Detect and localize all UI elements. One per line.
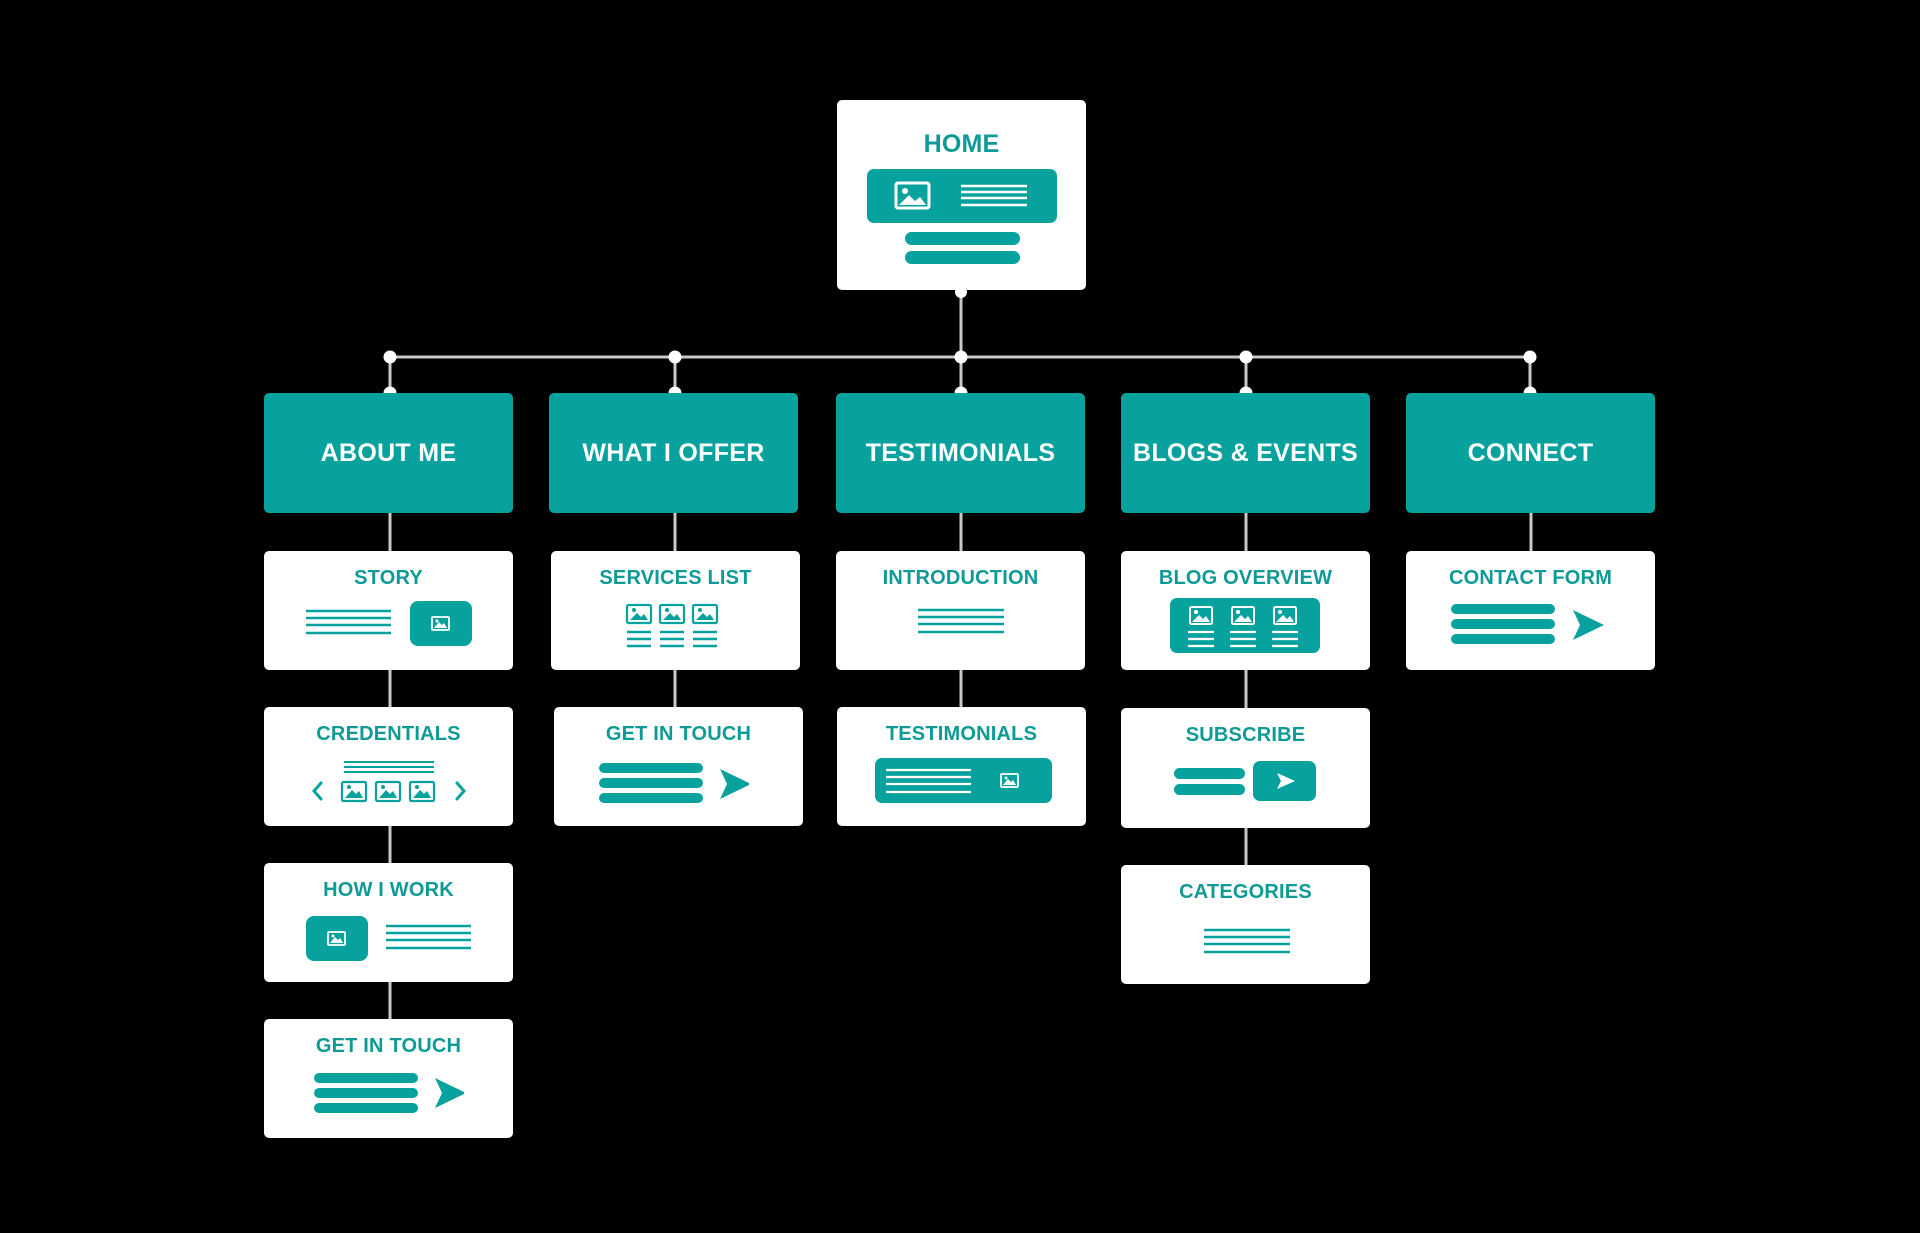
text-lines-icon bbox=[1204, 928, 1290, 954]
section-title: BLOGS & EVENTS bbox=[1132, 438, 1359, 467]
page-title: SERVICES LIST bbox=[599, 567, 752, 589]
section-title: WHAT I OFFER bbox=[582, 438, 765, 467]
section-title: ABOUT ME bbox=[320, 438, 457, 467]
image-with-text-icon bbox=[306, 916, 471, 961]
blog-cards-icon bbox=[1170, 598, 1320, 653]
page-card-categories[interactable]: CATEGORIES bbox=[1121, 865, 1370, 984]
text-with-image-icon bbox=[306, 601, 472, 646]
home-title: HOME bbox=[923, 130, 1000, 158]
chevron-left-icon bbox=[312, 781, 323, 801]
image-icon bbox=[894, 181, 931, 210]
page-card-introduction[interactable]: INTRODUCTION bbox=[836, 551, 1085, 670]
page-card-testimonials[interactable]: TESTIMONIALS bbox=[837, 707, 1086, 826]
page-title: GET IN TOUCH bbox=[605, 723, 752, 745]
home-page-card[interactable]: HOME bbox=[837, 100, 1086, 290]
page-card-get-in-touch-offer[interactable]: GET IN TOUCH bbox=[554, 707, 803, 826]
section-blogs-events[interactable]: BLOGS & EVENTS bbox=[1121, 393, 1370, 513]
page-title: BLOG OVERVIEW bbox=[1158, 567, 1333, 589]
button-bars-icon bbox=[905, 232, 1020, 264]
section-testimonials[interactable]: TESTIMONIALS bbox=[836, 393, 1085, 513]
image-icon bbox=[327, 931, 346, 946]
page-title: GET IN TOUCH bbox=[315, 1035, 462, 1057]
image-carousel-icon bbox=[312, 761, 466, 803]
page-title: STORY bbox=[354, 567, 423, 589]
page-title: CATEGORIES bbox=[1179, 881, 1312, 903]
subscribe-icon bbox=[1174, 761, 1316, 801]
page-title: SUBSCRIBE bbox=[1185, 724, 1306, 746]
section-connect[interactable]: CONNECT bbox=[1406, 393, 1655, 513]
form-send-icon bbox=[599, 763, 749, 803]
page-card-services-list[interactable]: SERVICES LIST bbox=[551, 551, 800, 670]
send-arrow-icon bbox=[435, 1078, 464, 1108]
page-card-credentials[interactable]: CREDENTIALS bbox=[264, 707, 513, 826]
text-lines-icon bbox=[961, 184, 1027, 207]
send-arrow-icon bbox=[720, 769, 749, 799]
image-icon bbox=[431, 616, 450, 631]
page-card-story[interactable]: STORY bbox=[264, 551, 513, 670]
send-arrow-icon bbox=[1277, 773, 1295, 789]
page-title: HOW I WORK bbox=[323, 879, 454, 901]
page-title: INTRODUCTION bbox=[882, 567, 1039, 589]
form-send-icon bbox=[1451, 604, 1604, 644]
section-what-i-offer[interactable]: WHAT I OFFER bbox=[549, 393, 798, 513]
page-card-subscribe[interactable]: SUBSCRIBE bbox=[1121, 708, 1370, 828]
page-title: CONTACT FORM bbox=[1448, 567, 1613, 589]
page-title: TESTIMONIALS bbox=[885, 723, 1038, 745]
send-arrow-icon bbox=[1573, 610, 1604, 640]
section-about-me[interactable]: ABOUT ME bbox=[264, 393, 513, 513]
image-grid-icon bbox=[625, 603, 719, 648]
page-card-contact-form[interactable]: CONTACT FORM bbox=[1406, 551, 1655, 670]
chevron-right-icon bbox=[455, 781, 466, 801]
page-card-how-i-work[interactable]: HOW I WORK bbox=[264, 863, 513, 982]
page-card-get-in-touch-about[interactable]: GET IN TOUCH bbox=[264, 1019, 513, 1138]
section-title: TESTIMONIALS bbox=[865, 438, 1056, 467]
page-title: CREDENTIALS bbox=[316, 723, 461, 745]
form-send-icon bbox=[314, 1073, 464, 1113]
text-lines-icon bbox=[918, 608, 1004, 634]
hero-banner-icon bbox=[867, 169, 1057, 264]
page-card-blog-overview[interactable]: BLOG OVERVIEW bbox=[1121, 551, 1370, 670]
image-icon bbox=[1000, 773, 1019, 788]
section-title: CONNECT bbox=[1467, 438, 1594, 467]
quote-banner-icon bbox=[875, 758, 1052, 803]
